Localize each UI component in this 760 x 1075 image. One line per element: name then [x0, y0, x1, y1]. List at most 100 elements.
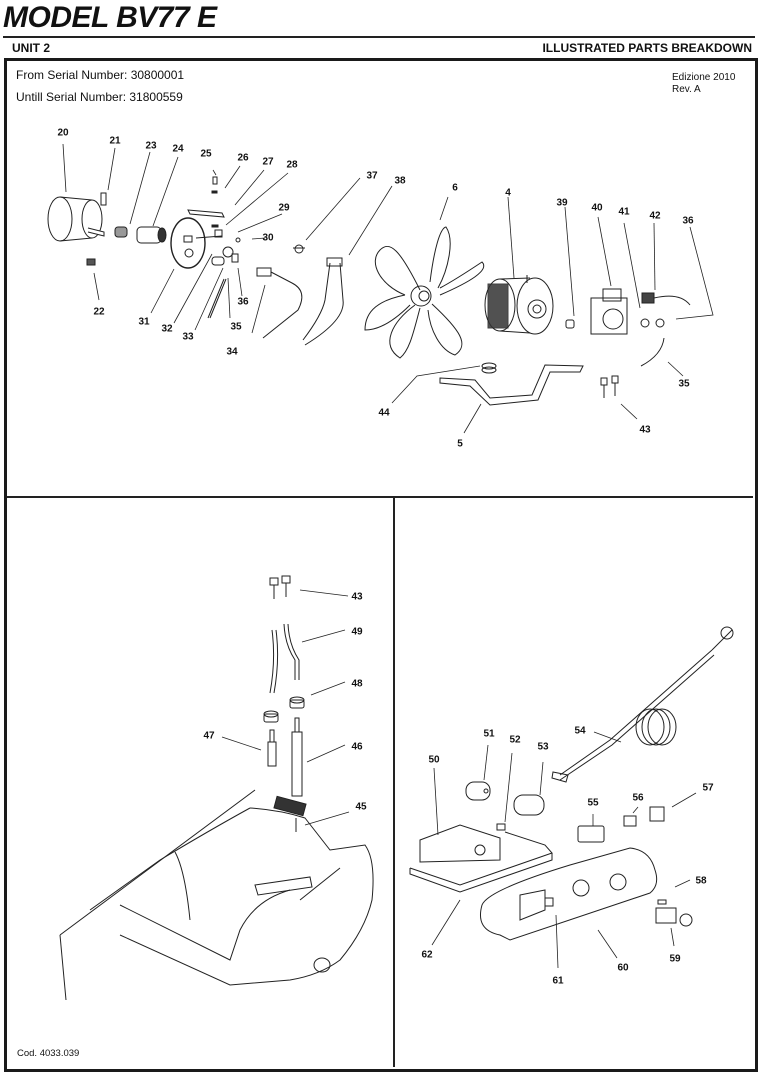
fuel-tank-body: [59, 789, 374, 1001]
document-code: Cod. 4033.039: [17, 1048, 80, 1059]
part-28-washer: [211, 224, 219, 228]
part-58-pin: [657, 899, 667, 905]
part-25-screw: [212, 176, 218, 185]
part-33-sleeve: [211, 256, 225, 266]
callout-4: 4: [505, 187, 511, 199]
callout-59: 59: [669, 953, 681, 965]
part-48-grommets: [263, 696, 305, 723]
part-4-motor: [484, 275, 554, 335]
callout-61: 61: [552, 975, 564, 987]
part-53-cover: [513, 794, 545, 816]
callout-32: 32: [161, 323, 173, 335]
callout-39: 39: [556, 197, 568, 209]
callout-41: 41: [618, 206, 630, 218]
part-22-clip: [86, 258, 96, 266]
vertical-divider: [393, 497, 395, 1067]
callout-60: 60: [617, 962, 629, 974]
part-40-pump: [590, 288, 628, 335]
callout-36a: 36: [237, 296, 249, 308]
callout-35b: 35: [678, 378, 690, 390]
part-34-photocell: [256, 267, 303, 339]
part-47-short-tube: [267, 729, 277, 767]
part-30-nut: [235, 237, 241, 243]
callout-25: 25: [200, 148, 212, 160]
callout-51: 51: [483, 728, 495, 740]
part-46-long-tube: [291, 717, 303, 797]
part-31-disc: [170, 217, 206, 269]
callout-58: 58: [695, 875, 707, 887]
part-56-socket: [623, 815, 637, 827]
part-51-capacitor: [465, 781, 491, 801]
callout-28: 28: [286, 159, 298, 171]
callout-47: 47: [203, 730, 215, 742]
callout-55: 55: [587, 797, 599, 809]
callout-62: 62: [421, 949, 433, 961]
part-29-electrode-holder: [195, 229, 223, 239]
bottom-right-drawing: [409, 626, 734, 969]
callout-29: 29: [278, 202, 290, 214]
model-title: MODEL BV77 E: [3, 1, 217, 34]
top-leader-lines: [62, 143, 714, 434]
callout-49: 49: [351, 626, 363, 638]
part-44-spring: [481, 362, 497, 374]
part-36-fitting: [222, 246, 239, 263]
serial-from: From Serial Number: 30800001: [16, 68, 185, 82]
part-43b-screws: [269, 575, 291, 599]
serial-until: Untill Serial Number: 31800559: [16, 90, 183, 104]
callout-38: 38: [394, 175, 406, 187]
callout-52: 52: [509, 734, 521, 746]
part-35b-tube: [640, 337, 665, 367]
bottom-left-drawing: [59, 575, 374, 1001]
callout-37: 37: [366, 170, 378, 182]
part-26-washer: [211, 190, 218, 194]
callout-36b: 36: [682, 215, 694, 227]
horizontal-divider: [7, 496, 753, 498]
part-20-combustion-head: [47, 196, 105, 242]
part-6-fan: [364, 226, 485, 359]
part-5-bracket: [439, 364, 584, 406]
callout-22: 22: [93, 306, 105, 318]
callout-50: 50: [428, 754, 440, 766]
part-24-nozzle-holder: [136, 226, 167, 244]
callout-21: 21: [109, 135, 121, 147]
unit-label: UNIT 2: [12, 41, 51, 55]
callout-48: 48: [351, 678, 363, 690]
part-57-cover: [649, 806, 665, 822]
callout-43b: 43: [351, 591, 363, 603]
callout-31: 31: [138, 316, 150, 328]
callout-26: 26: [237, 152, 249, 164]
part-27-electrode: [187, 209, 225, 218]
callout-24: 24: [172, 143, 184, 155]
callout-40: 40: [591, 202, 603, 214]
part-62-base-plate: [409, 831, 553, 893]
part-43-screws: [600, 375, 619, 398]
part-45-filter: [273, 795, 307, 832]
part-37-fitting: [293, 244, 305, 254]
part-49-hoses: [269, 623, 300, 694]
callout-57: 57: [702, 782, 714, 794]
part-60-panel: [480, 847, 658, 941]
part-52-terminal: [496, 823, 506, 831]
callout-6: 6: [452, 182, 458, 194]
top-panel-drawing: [47, 143, 714, 434]
callout-20: 20: [57, 127, 69, 139]
callout-54: 54: [574, 725, 586, 737]
part-50-control-box: [419, 824, 501, 863]
title-rule: [3, 36, 755, 38]
callout-30: 30: [262, 232, 274, 244]
callout-23: 23: [145, 140, 157, 152]
part-61-rocker-switch: [544, 897, 554, 907]
edition-label: Edizione 2010: [672, 72, 736, 83]
part-41-fitting: [640, 318, 665, 328]
page-frame: [4, 58, 758, 1072]
part-38-ignition-cables: [302, 257, 344, 346]
callout-35a: 35: [230, 321, 242, 333]
callout-45: 45: [355, 801, 367, 813]
callout-34: 34: [226, 346, 238, 358]
part-54-power-cord: [551, 626, 734, 783]
bottom-right-leader-lines: [431, 731, 697, 969]
part-35-tube: [207, 278, 227, 319]
revision-label: Rev. A: [672, 84, 701, 95]
part-42-connector: [641, 292, 691, 306]
